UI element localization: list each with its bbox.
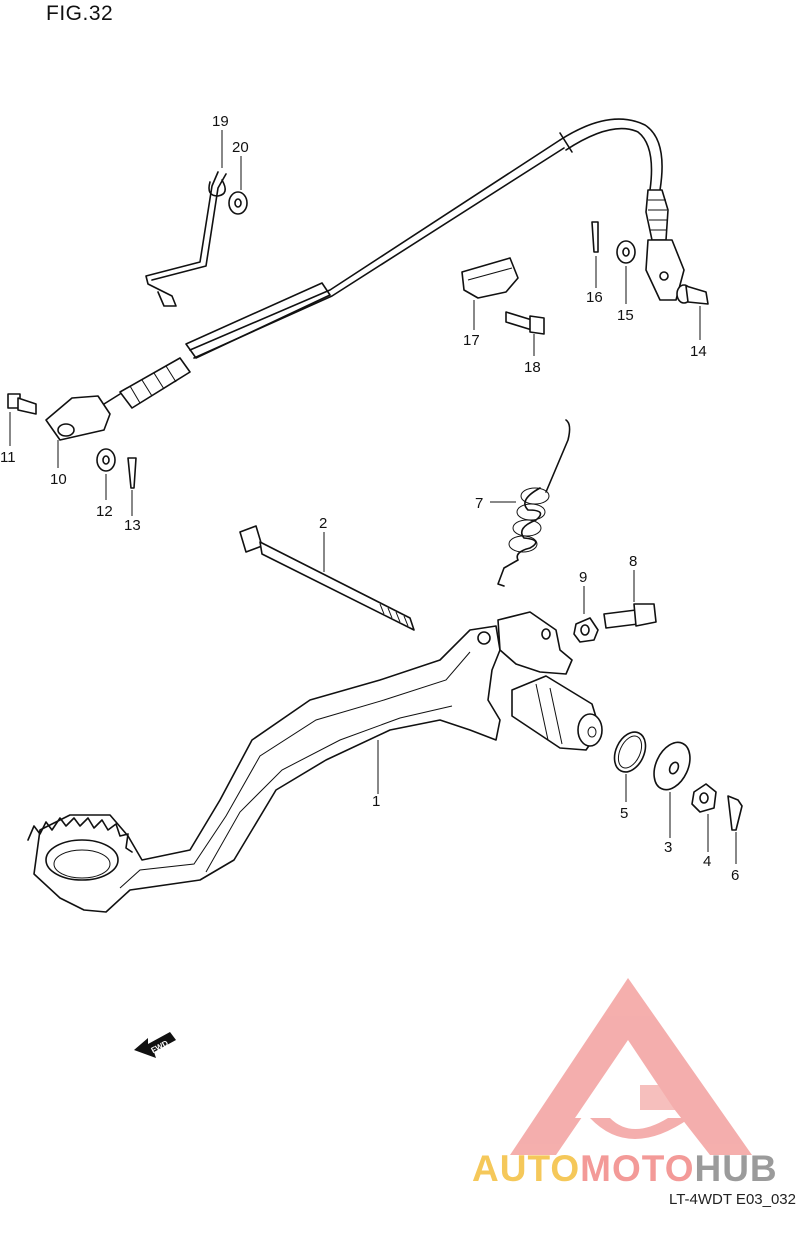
callout-6: 6 (731, 867, 739, 884)
washer-20 (228, 191, 248, 215)
return-spring-7 (497, 419, 571, 587)
nut-4 (691, 783, 717, 813)
brake-cable (45, 118, 685, 441)
callout-2: 2 (319, 515, 327, 532)
callout-14: 14 (690, 343, 707, 360)
clevis-pin-11 (7, 393, 37, 415)
washer-15 (616, 240, 636, 264)
bolt-8 (603, 603, 657, 629)
callout-18: 18 (524, 359, 541, 376)
callout-4: 4 (703, 853, 711, 870)
watermark-part-hub: HUB (694, 1148, 778, 1189)
watermark-wordmark: AUTOMOTOHUB (472, 1148, 778, 1190)
watermark-part-auto: AUTO (472, 1148, 581, 1189)
diagram-code: LT-4WDT E03_032 (668, 1191, 796, 1208)
callout-10: 10 (50, 471, 67, 488)
forward-direction-arrow: FWD (134, 1032, 176, 1058)
callout-5: 5 (620, 805, 628, 822)
clevis-pin-14 (676, 284, 709, 305)
callout-1: 1 (372, 793, 380, 810)
callout-20: 20 (232, 139, 249, 156)
callout-11: 11 (0, 449, 16, 466)
callout-17: 17 (463, 332, 480, 349)
long-bolt-2 (239, 525, 415, 631)
callout-12: 12 (96, 503, 113, 520)
cotter-pin-13 (127, 457, 137, 489)
callout-15: 15 (617, 307, 634, 324)
leader-lines (9, 130, 737, 864)
callout-7: 7 (475, 495, 483, 512)
brake-pedal-1 (27, 611, 603, 913)
cable-clamp-17 (461, 257, 519, 299)
callout-8: 8 (629, 553, 637, 570)
callout-numbers: 1 2 3 4 5 6 7 8 9 10 11 12 13 14 15 16 1… (0, 113, 739, 884)
nut-9 (573, 617, 599, 643)
callout-13: 13 (124, 517, 141, 534)
watermark-logo (510, 978, 752, 1155)
figure-title: FIG.32 (46, 2, 114, 25)
callout-19: 19 (212, 113, 229, 130)
callout-16: 16 (586, 289, 603, 306)
callout-3: 3 (664, 839, 672, 856)
cotter-pin-6 (727, 795, 743, 831)
watermark-part-moto: MOTO (580, 1148, 695, 1189)
washer-3 (653, 741, 691, 791)
bolt-18 (505, 311, 545, 335)
cotter-pin-16 (591, 221, 599, 253)
washer-12 (96, 448, 116, 472)
callout-9: 9 (579, 569, 587, 586)
snap-ring-5 (613, 731, 647, 773)
rod-19 (145, 171, 227, 307)
